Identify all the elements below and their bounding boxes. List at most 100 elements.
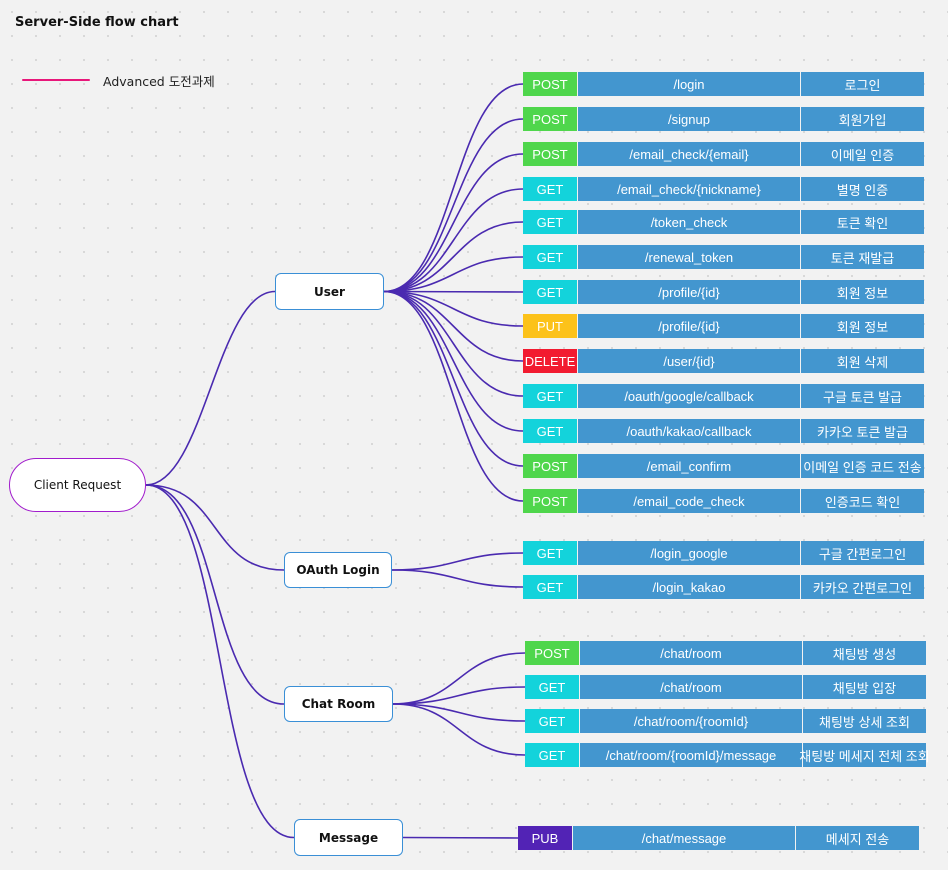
wire-root-to-oauth-login (145, 484, 285, 571)
wire-root-to-user (145, 290, 276, 486)
wire-user-to-endpoint (383, 256, 524, 293)
endpoint-path: /chat/message (573, 826, 795, 850)
endpoint-description: 메세지 전송 (796, 826, 919, 850)
endpoint-path: /login (578, 72, 800, 96)
endpoint-path: /profile/{id} (578, 314, 800, 338)
endpoint-path: /chat/room (580, 641, 802, 665)
oauth-login-category-node-label: OAuth Login (296, 563, 380, 577)
http-method-badge: GET (523, 384, 577, 408)
wire-chat-room-to-endpoint (392, 703, 526, 722)
wire-user-to-endpoint (383, 153, 524, 293)
endpoint-row: GET/profile/{id}회원 정보 (523, 280, 924, 304)
wire-user-to-endpoint (383, 290, 524, 293)
http-method-badge: GET (523, 575, 577, 599)
wire-root-to-chat-room (145, 484, 285, 705)
wire-user-to-endpoint (383, 290, 524, 467)
endpoint-path: /oauth/google/callback (578, 384, 800, 408)
http-method-badge: GET (523, 177, 577, 201)
client-request-node-label: Client Request (33, 478, 122, 492)
http-method-badge: PUT (523, 314, 577, 338)
wire-user-to-endpoint (383, 290, 524, 502)
user-category-node-label: User (314, 284, 345, 299)
endpoint-path: /renewal_token (578, 245, 800, 269)
endpoint-path: /login_google (578, 541, 800, 565)
message-category-node-label: Message (318, 830, 379, 845)
wire-user-to-endpoint (383, 188, 524, 293)
chat-room-category-node: Chat Room (284, 686, 393, 722)
http-method-badge: POST (523, 107, 577, 131)
http-method-badge: GET (523, 280, 577, 304)
client-request-node: Client Request (9, 458, 146, 512)
endpoint-path: /login_kakao (578, 575, 800, 599)
endpoint-path: /email_check/{email} (578, 142, 800, 166)
endpoint-description: 구글 토큰 발급 (801, 384, 924, 408)
legend: Advanced 도전과제 (22, 72, 215, 89)
oauth-login-category-node: OAuth Login (284, 552, 392, 588)
http-method-badge: GET (525, 675, 579, 699)
endpoint-description: 채팅방 메세지 전체 조회 (799, 743, 930, 767)
endpoint-path: /email_code_check (578, 489, 800, 513)
endpoint-description: 이메일 인증 (801, 142, 924, 166)
endpoint-path: /profile/{id} (578, 280, 800, 304)
wire-chat-room-to-endpoint (392, 652, 526, 705)
endpoint-description: 별명 인증 (801, 177, 924, 201)
http-method-badge: GET (523, 210, 577, 234)
http-method-badge: POST (523, 454, 577, 478)
endpoint-path: /chat/room/{roomId} (580, 709, 802, 733)
endpoint-row: DELETE/user/{id}회원 삭제 (523, 349, 924, 373)
endpoint-path: /user/{id} (578, 349, 800, 373)
http-method-badge: POST (523, 72, 577, 96)
wire-user-to-endpoint (383, 290, 524, 362)
endpoint-row: GET/chat/room/{roomId}채팅방 상세 조회 (525, 709, 926, 733)
endpoint-description: 회원 정보 (801, 314, 924, 338)
endpoint-description: 카카오 간편로그인 (801, 575, 924, 599)
wire-user-to-endpoint (383, 221, 524, 293)
http-method-badge: GET (523, 245, 577, 269)
wire-root-to-message (145, 484, 295, 839)
wire-user-to-endpoint (383, 290, 524, 432)
endpoint-path: /chat/room/{roomId}/message (580, 743, 802, 767)
http-method-badge: GET (523, 541, 577, 565)
legend-swatch-line (22, 79, 90, 81)
wire-user-to-endpoint (383, 83, 524, 293)
http-method-badge: DELETE (523, 349, 577, 373)
endpoint-row: PUT/profile/{id}회원 정보 (523, 314, 924, 338)
wire-message-to-endpoint (402, 836, 519, 839)
http-method-badge: POST (523, 142, 577, 166)
legend-label: Advanced 도전과제 (103, 73, 215, 89)
wire-user-to-endpoint (383, 290, 524, 327)
endpoint-description: 채팅방 입장 (803, 675, 926, 699)
endpoint-path: /email_check/{nickname} (578, 177, 800, 201)
wire-user-to-endpoint (383, 290, 524, 397)
wire-user-to-endpoint (383, 118, 524, 293)
endpoint-path: /chat/room (580, 675, 802, 699)
endpoint-description: 채팅방 생성 (803, 641, 926, 665)
http-method-badge: GET (523, 419, 577, 443)
endpoint-row: GET/email_check/{nickname}별명 인증 (523, 177, 924, 201)
chat-room-category-node-label: Chat Room (301, 697, 376, 711)
endpoint-description: 채팅방 상세 조회 (803, 709, 926, 733)
endpoint-description: 토큰 재발급 (801, 245, 924, 269)
http-method-badge: POST (523, 489, 577, 513)
wire-oauth-login-to-endpoint (391, 569, 524, 588)
endpoint-row: POST/email_check/{email}이메일 인증 (523, 142, 924, 166)
wire-chat-room-to-endpoint (392, 703, 526, 756)
endpoint-description: 인증코드 확인 (801, 489, 924, 513)
endpoint-description: 토큰 확인 (801, 210, 924, 234)
wire-oauth-login-to-endpoint (391, 552, 524, 571)
endpoint-path: /email_confirm (578, 454, 800, 478)
message-category-node: Message (294, 819, 403, 856)
